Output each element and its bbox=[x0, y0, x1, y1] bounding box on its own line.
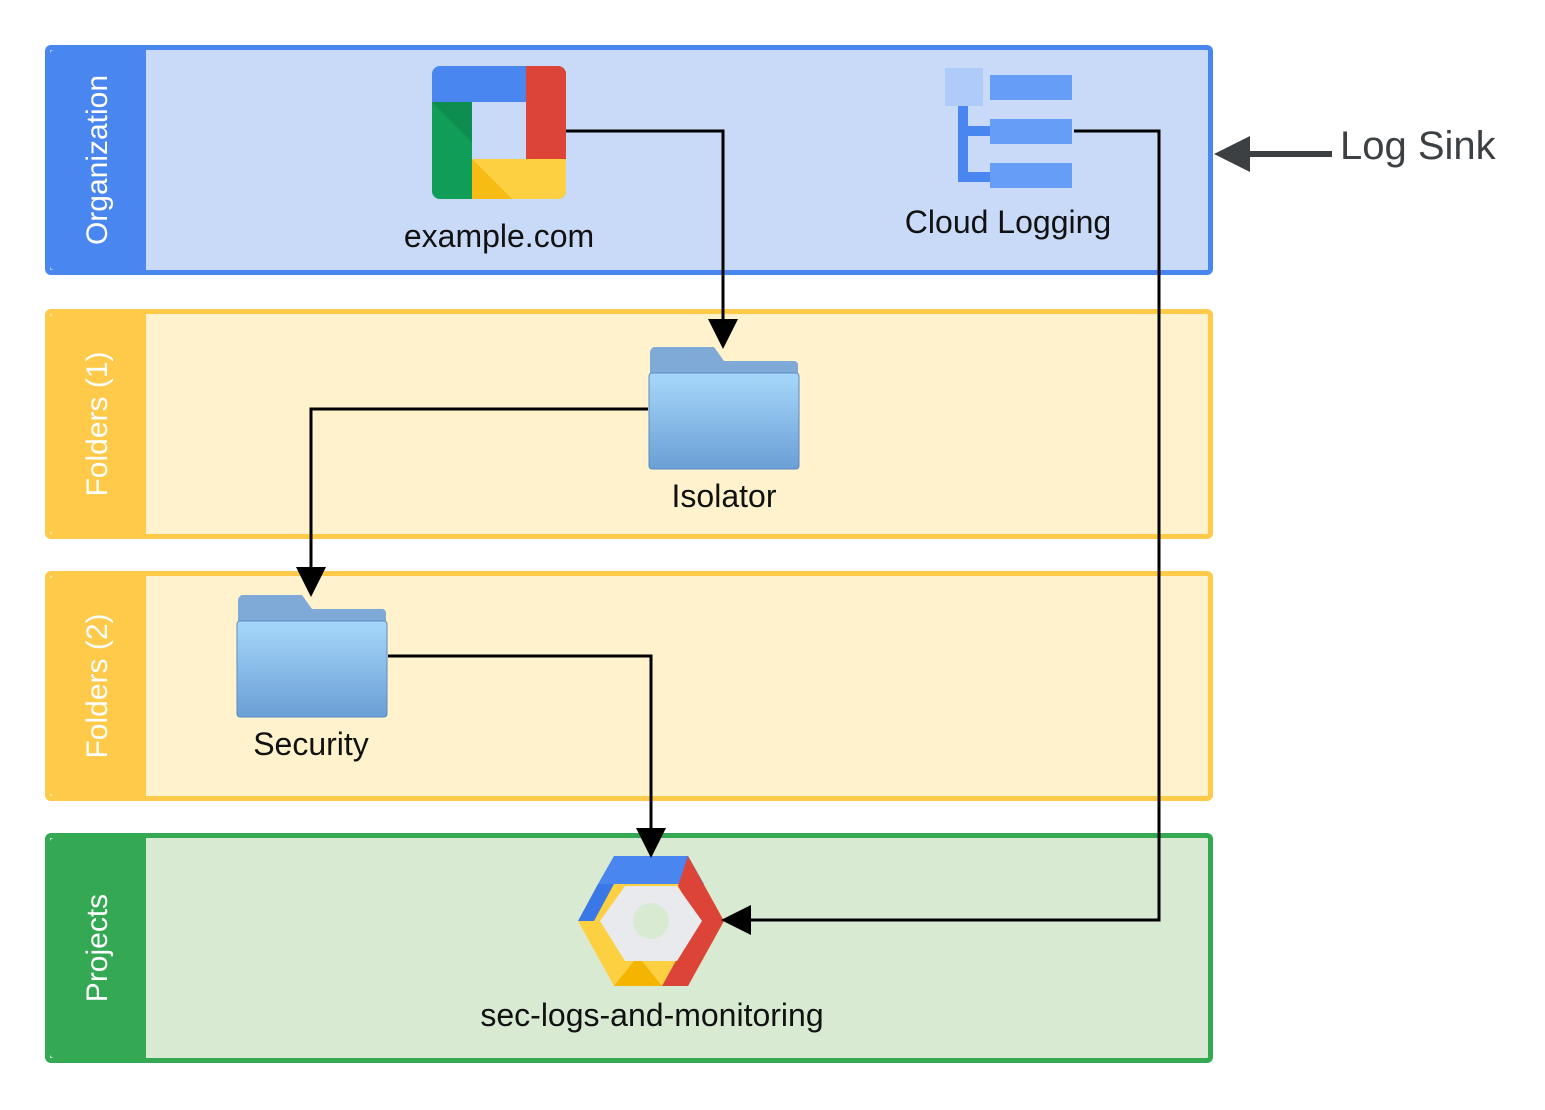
cloud-logging-icon[interactable] bbox=[945, 68, 1075, 190]
node-label-example-com: example.com bbox=[403, 218, 595, 254]
band-folders-1: Folders (1) bbox=[45, 309, 1213, 539]
band-tab-projects: Projects bbox=[50, 838, 146, 1058]
edge-security-to-project bbox=[388, 654, 666, 858]
edge-logging-to-project bbox=[721, 129, 1161, 935]
log-sink-label: Log Sink bbox=[1340, 124, 1496, 168]
gcp-project-icon[interactable] bbox=[578, 856, 724, 986]
folder-icon[interactable] bbox=[236, 595, 388, 718]
band-tab-organization: Organization bbox=[50, 50, 146, 270]
band-tab-folders-2: Folders (2) bbox=[50, 576, 146, 796]
folder-icon[interactable] bbox=[648, 347, 800, 470]
node-label-isolator: Isolator bbox=[671, 478, 777, 514]
node-label-security: Security bbox=[253, 726, 369, 762]
edge-isolator-to-security bbox=[296, 407, 648, 597]
band-tab-folders-1: Folders (1) bbox=[50, 314, 146, 534]
cloud-identity-icon[interactable] bbox=[432, 66, 566, 199]
node-label-sec-logs-and-monitoring: sec-logs-and-monitoring bbox=[480, 997, 824, 1033]
node-label-cloud-logging: Cloud Logging bbox=[904, 204, 1112, 240]
edge-example-to-isolator bbox=[566, 129, 738, 349]
